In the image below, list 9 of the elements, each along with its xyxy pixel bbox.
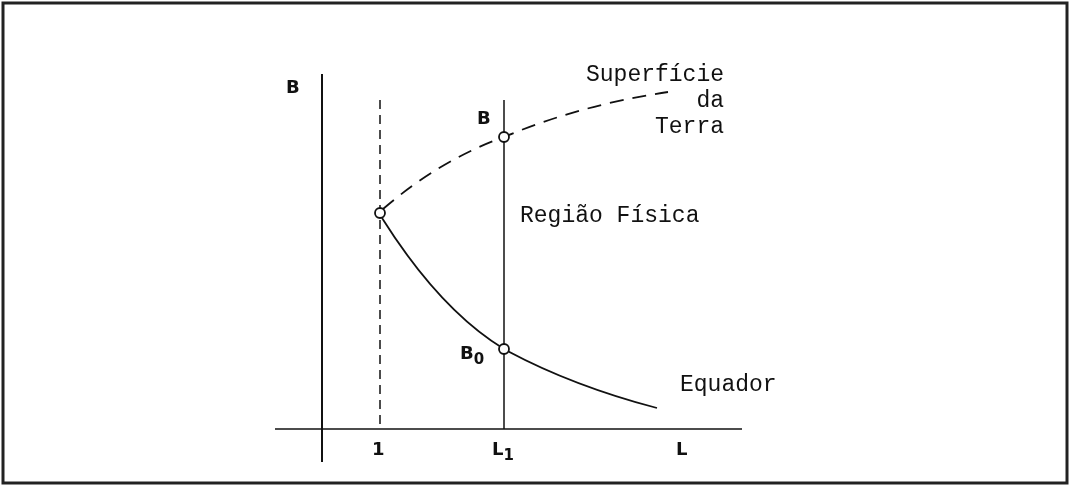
tick-label: L$_{1}$ (492, 437, 514, 466)
curve-label: Equador (680, 372, 777, 398)
curve-label: Superfície da Terra (584, 62, 724, 140)
axis-label: B (286, 75, 300, 99)
point-label: B (477, 106, 491, 130)
region-label: Região Física (520, 203, 700, 229)
axis-label: L (676, 437, 688, 461)
tick-label: 1 (372, 437, 385, 461)
point-label: B$_{0}$ (460, 341, 485, 370)
